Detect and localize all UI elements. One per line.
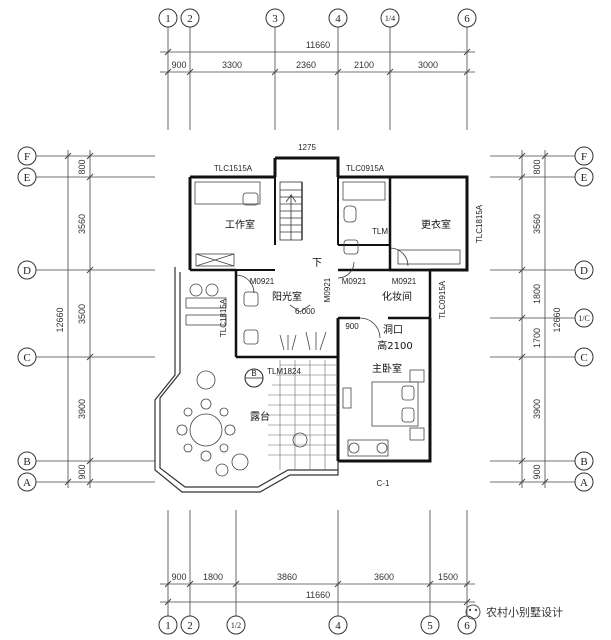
axis-left-C: C [23, 352, 30, 364]
window-code-tlc1815a: TLC1815A [475, 204, 484, 243]
dim-right-seg-2: 3560 [532, 214, 542, 234]
dimension-bottom: 900 1800 3860 3600 1500 11660 [160, 510, 475, 620]
axis-left-D: D [23, 265, 31, 277]
axis-left-E: E [24, 172, 31, 184]
watermark: 农村小别墅设计 [465, 604, 563, 620]
axis-bubbles-bottom: 1 2 1/2 4 5 6 [158, 615, 477, 635]
dim-top-seg-5: 3000 [418, 60, 438, 70]
bathroom-fixtures [342, 181, 386, 255]
axis-bottom-4: 4 [335, 620, 341, 632]
opening-height-label: 高2100 [377, 339, 412, 352]
dim-top-seg-2: 3300 [222, 60, 242, 70]
axis-right-1-C: 1/C [578, 314, 590, 323]
room-vanity-label: 化妆间 [382, 290, 412, 303]
axis-bottom-1: 1 [165, 620, 171, 632]
door-code-m0921-d: M0921 [392, 277, 417, 286]
dim-right-seg-5: 3900 [532, 399, 542, 419]
dim-left-seg-4: 3900 [77, 399, 87, 419]
dim-bottom-seg-4: 3600 [374, 572, 394, 582]
axis-left-F: F [24, 151, 30, 163]
door-code-tlm1824: TLM1824 [267, 367, 301, 376]
window-code-c1: C-1 [377, 479, 390, 488]
dim-bottom-total: 11660 [306, 590, 330, 600]
room-dressing-label: 更衣室 [421, 218, 451, 231]
axis-top-1: 1 [165, 13, 171, 25]
dim-right-seg-1: 800 [532, 159, 542, 174]
dim-bottom-seg-1: 900 [171, 572, 186, 582]
door-code-m0921-b: M0921 [323, 277, 332, 302]
axis-bottom-6: 6 [464, 620, 470, 632]
stair-top-dim: 1275 [298, 143, 316, 152]
dimension-left: 12660 800 3560 3500 3900 900 [55, 150, 94, 488]
window-code-tlc1515a: TLC1515A [214, 164, 253, 173]
room-study-label: 工作室 [225, 218, 255, 231]
room-sunroom-label: 阳光室 [272, 290, 302, 303]
door-code-m0921-a: M0921 [250, 277, 275, 286]
dim-bottom-seg-3: 3860 [277, 572, 297, 582]
bedroom-furniture [342, 369, 425, 457]
axis-top-4: 4 [335, 13, 341, 25]
watermark-text: 农村小别墅设计 [486, 605, 563, 619]
axis-top-1-4: 1/4 [385, 14, 395, 23]
stair-down-label: 下 [312, 258, 322, 269]
axis-top-2: 2 [187, 13, 193, 25]
dim-top-seg-4: 2100 [354, 60, 374, 70]
dim-bottom-seg-5: 1500 [438, 572, 458, 582]
dim-right-seg-3: 1800 [532, 284, 542, 304]
opening-width-dim: 900 [345, 322, 359, 331]
axis-right-D: D [580, 265, 588, 277]
window-code-tlc0915a-top: TLC0915A [346, 164, 385, 173]
window-code-tlc0915a-right: TLC0915A [438, 280, 447, 319]
axis-right-F: F [581, 151, 587, 163]
dim-left-seg-3: 3500 [77, 304, 87, 324]
axis-top-3: 3 [272, 13, 278, 25]
dim-right-seg-4: 1700 [532, 328, 542, 348]
room-terrace-label: 露台 [250, 410, 270, 423]
window-code-tlc1815a-left: TLC1815A [219, 298, 228, 337]
axis-left-A: A [23, 477, 31, 489]
axis-bottom-1-2: 1/2 [231, 621, 241, 630]
sunroom-level-label: 6.000 [295, 307, 316, 316]
axis-bubbles-left: F E D C B A [17, 146, 155, 492]
opening-label: 洞口 [383, 324, 403, 336]
dim-left-seg-5: 900 [77, 464, 87, 479]
axis-bottom-2: 2 [187, 620, 193, 632]
door-code-m0921-c: M0921 [342, 277, 367, 286]
dim-right-seg-6: 900 [532, 464, 542, 479]
staircase [279, 181, 303, 241]
dim-top-seg-1: 900 [171, 60, 186, 70]
door-code-tlm: TLM [372, 227, 388, 236]
walls [188, 156, 469, 463]
axis-left-B: B [23, 456, 30, 468]
study-furniture [194, 181, 261, 267]
dim-left-seg-2: 3560 [77, 214, 87, 234]
dim-left-total: 12660 [55, 307, 65, 332]
terrace-deck [268, 360, 338, 470]
axis-right-C: C [580, 352, 587, 364]
dim-right-total: 12660 [552, 307, 562, 332]
axis-right-B: B [580, 456, 587, 468]
axis-bubbles-top: 1 2 3 4 1/4 6 [158, 8, 477, 130]
axis-right-A: A [580, 477, 588, 489]
axis-bubbles-right: F E D 1/C C B A [490, 146, 594, 492]
sunroom-furniture [243, 291, 327, 351]
dim-bottom-seg-2: 1800 [203, 572, 223, 582]
dim-left-seg-1: 800 [77, 159, 87, 174]
section-marker-label: B [251, 369, 256, 378]
dimension-top: 11660 900 3300 2360 2100 3000 [160, 40, 475, 76]
axis-bottom-5: 5 [427, 620, 433, 632]
section-marker: B [244, 368, 264, 388]
dressing-furniture [397, 249, 461, 265]
axis-right-E: E [581, 172, 588, 184]
terrace-furniture [176, 283, 308, 477]
axis-top-6: 6 [464, 13, 470, 25]
dim-top-total: 11660 [306, 40, 330, 50]
doors [235, 247, 409, 339]
dimension-right: 800 3560 1800 1700 3900 900 12660 [518, 150, 562, 488]
room-master-bedroom-label: 主卧室 [372, 362, 402, 375]
terrace-outline [154, 267, 339, 493]
dim-top-seg-3: 2360 [296, 60, 316, 70]
